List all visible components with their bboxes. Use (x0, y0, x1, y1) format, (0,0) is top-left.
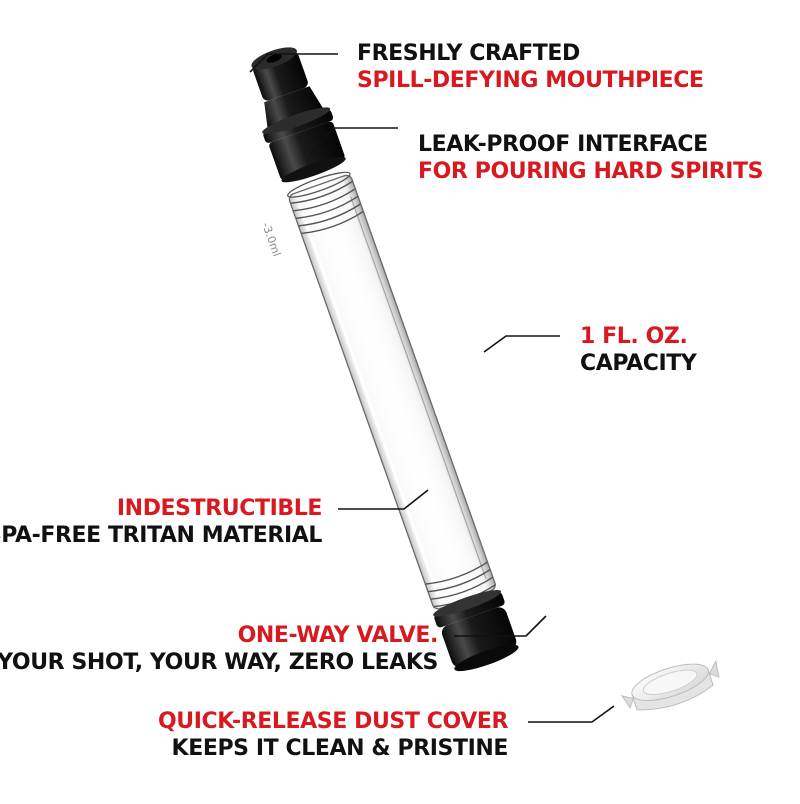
material-subtitle: BPA-FREE TRITAN MATERIAL (0, 523, 322, 548)
callout-valve: ONE-WAY VALVE. YOUR SHOT, YOUR WAY, ZERO… (0, 622, 438, 676)
dust-cover-subtitle: KEEPS IT CLEAN & PRISTINE (171, 736, 509, 761)
dust-cover (620, 659, 720, 711)
leader-line-mouthpiece (249, 53, 338, 73)
capacity-subtitle: CAPACITY (580, 351, 697, 376)
callout-lines (249, 53, 615, 723)
valve-subtitle: YOUR SHOT, YOUR WAY, ZERO LEAKS (0, 650, 438, 675)
callout-interface: LEAK-PROOF INTERFACE FOR POURING HARD SP… (418, 131, 764, 185)
leader-line-interface (309, 127, 398, 155)
dust-cover-title: QUICK-RELEASE DUST COVER (157, 709, 508, 734)
interface-title: LEAK-PROOF INTERFACE (418, 132, 708, 157)
mouthpiece-title: FRESHLY CRAFTED (357, 41, 580, 66)
top-threads (290, 180, 364, 235)
leader-line-valve (454, 615, 547, 637)
mouthpiece (251, 47, 346, 183)
leader-line-capacity (483, 335, 560, 353)
material-title: INDESTRUCTIBLE (116, 496, 323, 521)
capacity-title: 1 FL. OZ. (580, 324, 688, 349)
bottom-threads (425, 561, 496, 608)
tube-body (287, 171, 496, 610)
mouthpiece-subtitle: SPILL-DEFYING MOUTHPIECE (357, 68, 704, 93)
callout-dust-cover: QUICK-RELEASE DUST COVER KEEPS IT CLEAN … (158, 708, 508, 762)
callout-material: INDESTRUCTIBLE BPA-FREE TRITAN MATERIAL (0, 495, 322, 549)
interface-subtitle: FOR POURING HARD SPIRITS (418, 159, 764, 184)
tube-marking: -3.0ml (259, 221, 283, 259)
leader-line-dust-cover (528, 705, 615, 723)
valve-cap (433, 589, 519, 672)
callout-mouthpiece: FRESHLY CRAFTED SPILL-DEFYING MOUTHPIECE (357, 40, 704, 94)
leader-line-material (338, 489, 429, 510)
valve-title: ONE-WAY VALVE. (237, 623, 439, 648)
callout-capacity: 1 FL. OZ. CAPACITY (580, 323, 697, 377)
